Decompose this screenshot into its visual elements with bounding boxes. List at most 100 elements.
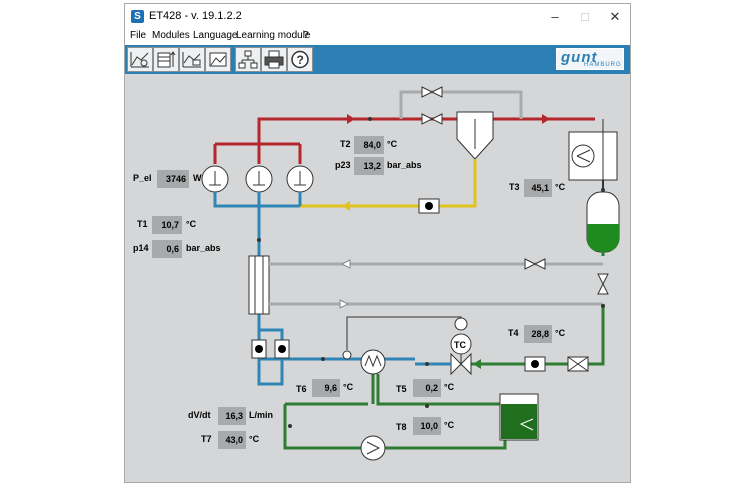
svg-text:0,6: 0,6 — [166, 244, 179, 254]
svg-text:°C: °C — [249, 434, 260, 444]
process-schematic: TC — [133, 86, 620, 461]
svg-text:P_el: P_el — [133, 173, 152, 183]
svg-text:10,7: 10,7 — [161, 220, 179, 230]
reading-T5: T5 0,2 °C — [396, 379, 455, 397]
menu-modules[interactable]: Modules — [152, 30, 190, 41]
reading-T4: T4 28,8 °C — [508, 325, 566, 343]
svg-text:°C: °C — [444, 382, 455, 392]
reading-T1: T1 10,7 °C — [137, 216, 197, 234]
reading-T2: T2 84,0 °C — [340, 136, 398, 154]
flow-arrow-icon — [473, 359, 481, 369]
table-button[interactable] — [153, 47, 179, 72]
reading-p14: p14 0,6 bar_abs — [133, 240, 221, 258]
liquid-return-line — [300, 159, 477, 208]
reading-T7: T7 43,0 °C — [201, 431, 260, 449]
svg-text:°C: °C — [444, 420, 455, 430]
diagram-button[interactable] — [179, 47, 205, 72]
image-icon — [209, 52, 227, 67]
menu-language[interactable]: Language — [193, 30, 238, 41]
svg-text:T4: T4 — [508, 328, 519, 338]
svg-text:T8: T8 — [396, 422, 407, 432]
svg-text:?: ? — [297, 53, 304, 67]
diagram-icon — [182, 52, 201, 68]
menu-help[interactable]: ? — [303, 30, 309, 41]
svg-text:dV/dt: dV/dt — [188, 410, 211, 420]
sensor-icon — [342, 350, 352, 360]
svg-text:28,8: 28,8 — [531, 329, 549, 339]
temperature-controller-icon — [450, 333, 472, 364]
sight-glass-icon — [274, 339, 290, 359]
filter-drier-icon — [567, 356, 589, 372]
app-icon: S — [131, 10, 144, 23]
svg-text:T7: T7 — [201, 434, 212, 444]
app-window: S ET428 - v. 19.1.2.2 – □ ✕ File Modules… — [124, 3, 631, 483]
help-icon: ? — [291, 50, 309, 69]
toolbar: ? gunt HAMBURG — [125, 45, 630, 74]
svg-text:°C: °C — [387, 139, 398, 149]
bypass-line — [399, 90, 523, 119]
svg-text:T3: T3 — [509, 182, 520, 192]
logo-text: gunt — [561, 49, 598, 66]
reading-T3: T3 45,1 °C — [509, 179, 566, 197]
evaporator-icon — [360, 349, 386, 375]
printer-icon — [264, 50, 284, 69]
svg-text:0,2: 0,2 — [425, 383, 438, 393]
svg-text:13,2: 13,2 — [363, 161, 381, 171]
print-button[interactable] — [261, 47, 287, 72]
reading-T8: T8 10,0 °C — [396, 417, 455, 435]
process-diagram: TC — [125, 74, 630, 482]
reading-T6: T6 9,6 °C — [296, 379, 354, 397]
condenser-icon — [568, 131, 618, 181]
valve-icon — [421, 86, 443, 125]
svg-text:bar_abs: bar_abs — [387, 160, 422, 170]
table-icon — [157, 51, 176, 68]
svg-text:°C: °C — [555, 328, 566, 338]
flow-arrow-icon — [339, 299, 350, 309]
sight-glass-icon — [524, 356, 546, 372]
chart-icon — [130, 52, 149, 68]
sensor-point-icon — [257, 117, 605, 428]
close-button[interactable]: ✕ — [609, 9, 621, 24]
suction-line — [213, 192, 415, 386]
title-bar: S ET428 - v. 19.1.2.2 – □ ✕ — [125, 4, 630, 29]
sensor-capillary — [346, 316, 462, 350]
svg-text:T6: T6 — [296, 384, 307, 394]
svg-text:T5: T5 — [396, 384, 407, 394]
svg-text:84,0: 84,0 — [363, 140, 381, 150]
reading-p23: p23 13,2 bar_abs — [335, 157, 422, 175]
compressor-icon — [201, 165, 314, 193]
secondary-line — [269, 262, 603, 306]
menu-bar: File Modules Language Learning module ? — [125, 29, 630, 45]
image-button[interactable] — [205, 47, 231, 72]
svg-text:T1: T1 — [137, 219, 148, 229]
reading-dVdt: dV/dt 16,3 L/min — [188, 407, 273, 425]
maximize-button[interactable]: □ — [581, 9, 589, 24]
menu-learning-module[interactable]: Learning module — [236, 30, 311, 41]
reading-P_el: P_el 3746 W — [133, 170, 202, 188]
receiver-tank-icon — [586, 191, 620, 253]
minimize-button[interactable]: – — [551, 9, 559, 24]
sensor-bulb-icon — [454, 317, 468, 331]
sight-glass-icon — [251, 339, 267, 359]
water-tank-icon — [499, 393, 539, 441]
svg-text:°C: °C — [343, 382, 354, 392]
flow-arrow-icon — [342, 201, 350, 211]
pump-icon — [360, 435, 386, 461]
svg-text:3746: 3746 — [166, 174, 186, 184]
menu-file[interactable]: File — [130, 30, 147, 41]
flow-arrow-icon — [340, 259, 351, 269]
svg-text:43,0: 43,0 — [225, 435, 243, 445]
svg-text:°C: °C — [186, 219, 197, 229]
valve-icon — [524, 258, 609, 295]
chart-button[interactable] — [127, 47, 153, 72]
oil-separator-icon — [456, 111, 494, 160]
svg-text:bar_abs: bar_abs — [186, 243, 221, 253]
svg-text:p23: p23 — [335, 160, 351, 170]
svg-text:W: W — [193, 173, 202, 183]
network-button[interactable] — [235, 47, 261, 72]
svg-text:p14: p14 — [133, 243, 149, 253]
flow-arrow-icon — [347, 114, 355, 124]
svg-text:10,0: 10,0 — [420, 421, 438, 431]
help-button[interactable]: ? — [287, 47, 313, 72]
svg-text:16,3: 16,3 — [225, 411, 243, 421]
